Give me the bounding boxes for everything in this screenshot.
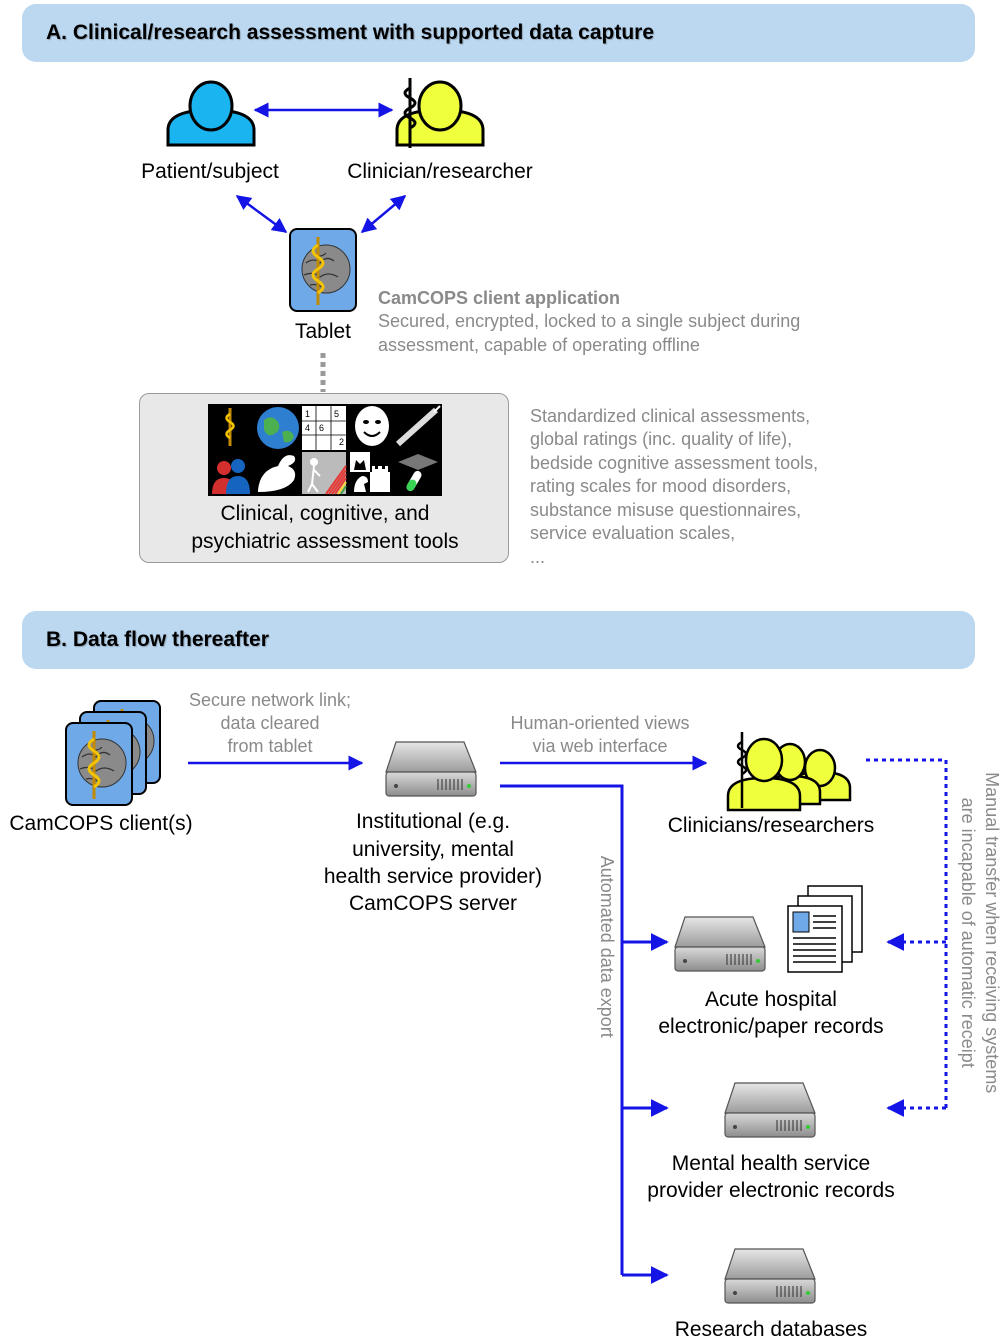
sudoku-icon: 1 5 4 6 2 — [302, 406, 346, 450]
server-label-line3: health service provider) — [323, 865, 543, 888]
research-label: Research databases — [674, 1318, 868, 1341]
theatre-masks-icon — [355, 406, 389, 446]
sudoku-digit-3: 4 — [305, 423, 310, 433]
sudoku-digit-2: 5 — [334, 409, 339, 419]
tools-mosaic: 1 5 4 6 2 — [208, 404, 442, 496]
tools-label-line2: psychiatric assessment tools — [191, 530, 459, 553]
server-label-line1: Institutional (e.g. — [355, 810, 511, 833]
people-icon — [208, 450, 254, 496]
clinician-label: Clinician/researcher — [347, 160, 533, 183]
clinicians-label: Clinicians/researchers — [667, 814, 875, 837]
export-label: Automated data export — [596, 855, 617, 1038]
tablet-icon — [288, 227, 358, 313]
tools-list-item: service evaluation scales, — [530, 523, 736, 543]
test-tube-icon — [406, 470, 422, 492]
web-label-line2: via web interface — [532, 736, 668, 756]
section-b-title: B. Data flow thereafter — [22, 611, 975, 669]
research-db-server-icon — [724, 1248, 816, 1304]
sudoku-digit-1: 1 — [305, 409, 310, 419]
client-app-desc-line1: Secured, encrypted, locked to a single s… — [378, 311, 801, 331]
web-label-line1: Human-oriented views — [510, 713, 690, 733]
patient-label: Patient/subject — [141, 160, 279, 183]
sudoku-digit-4: 6 — [319, 423, 324, 433]
paper-records-icon — [787, 885, 863, 973]
link-label-line1: Secure network link; — [188, 690, 352, 710]
mh-records-server-icon — [724, 1082, 816, 1138]
clinician-icon — [395, 78, 485, 148]
chess-icon — [348, 450, 394, 496]
camcops-server-icon — [385, 741, 477, 797]
server-label-line4: CamCOPS server — [348, 892, 518, 915]
caduceus-icon — [225, 408, 235, 446]
assessment-tools-box: 1 5 4 6 2 — [139, 393, 509, 563]
sudoku-digit-5: 2 — [339, 437, 344, 447]
mh-label-line2: provider electronic records — [647, 1179, 895, 1202]
client-app-desc-line2: assessment, capable of operating offline — [378, 335, 700, 355]
clients-label: CamCOPS client(s) — [9, 812, 193, 835]
muscle-arm-icon — [258, 455, 296, 492]
graduation-cap-icon — [398, 454, 438, 470]
clients-icon — [64, 699, 162, 807]
tools-list-item: global ratings (inc. quality of life), — [530, 429, 793, 449]
tools-list-item: substance misuse questionnaires, — [530, 500, 802, 520]
acute-label-line2: electronic/paper records — [658, 1015, 884, 1038]
mh-label-line1: Mental health service — [671, 1152, 871, 1175]
link-label-line2: data cleared — [220, 713, 320, 733]
server-label-line2: university, mental — [352, 838, 514, 861]
clinicians-group-icon — [726, 732, 852, 812]
link-label-line3: from tablet — [227, 736, 313, 756]
acute-label-line1: Acute hospital — [705, 988, 837, 1011]
patient-icon — [166, 80, 256, 147]
manual-label-line1: Manual transfer when receiving systems — [981, 772, 1000, 1094]
syringe-icon — [395, 405, 441, 447]
tools-list-item: ... — [530, 547, 546, 567]
globe-icon — [257, 407, 299, 449]
acute-hospital-server-icon — [674, 916, 766, 972]
tools-list-item: Standardized clinical assessments, — [530, 406, 811, 426]
rainbow-walkers-icon — [302, 452, 347, 495]
tools-label-line1: Clinical, cognitive, and — [220, 502, 430, 525]
section-a-title: A. Clinical/research assessment with sup… — [22, 4, 975, 62]
manual-label-line2: are incapable of automatic receipt — [957, 797, 978, 1068]
tools-list-item: bedside cognitive assessment tools, — [530, 453, 819, 473]
tablet-label: Tablet — [294, 320, 352, 343]
tools-list-item: rating scales for mood disorders, — [530, 476, 792, 496]
client-app-title: CamCOPS client application — [378, 288, 621, 308]
